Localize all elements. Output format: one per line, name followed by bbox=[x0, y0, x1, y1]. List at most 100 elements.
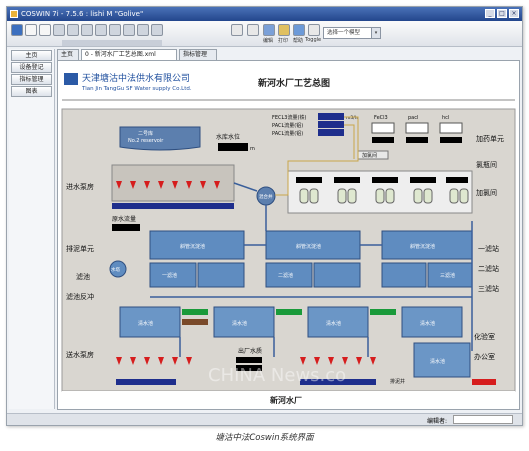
right-label-filter-2: 二滤站 bbox=[478, 264, 499, 273]
footer-area bbox=[62, 391, 515, 405]
fecl3-label: FeCl3 bbox=[374, 115, 388, 121]
filter-label-2: 二滤池 bbox=[278, 272, 293, 279]
help-icon[interactable] bbox=[293, 24, 305, 36]
toggle-icon[interactable] bbox=[308, 24, 320, 36]
right-label-office: 办公室 bbox=[474, 352, 495, 361]
sed-tank-label-3: 斜管沉淀池 bbox=[410, 243, 435, 250]
tab-indicators[interactable]: 指标管理 bbox=[179, 49, 217, 60]
status-bar: 编辑者: bbox=[7, 413, 522, 425]
save-icon[interactable] bbox=[53, 24, 65, 36]
right-label-filter-1: 一滤站 bbox=[478, 244, 499, 253]
diagram-title: 新河水厂工艺总图 bbox=[258, 77, 330, 89]
edit-icon[interactable] bbox=[67, 24, 79, 36]
reservoir-tank bbox=[119, 126, 201, 151]
right-label-chlorine-bottle: 氯瓶间 bbox=[476, 160, 497, 169]
filter-label-1: 一滤池 bbox=[162, 272, 177, 279]
print-icon[interactable] bbox=[278, 24, 290, 36]
sidebar-item-label: 设备登记 bbox=[19, 64, 44, 71]
clear-tank-label-4: 清水池 bbox=[420, 320, 435, 327]
tab-process-diagram[interactable]: 0 - 新河水厂工艺总图.xml bbox=[81, 49, 177, 60]
raw-flow-display bbox=[112, 224, 140, 231]
filter-bank-1b bbox=[197, 262, 245, 288]
undo-icon[interactable] bbox=[231, 24, 243, 36]
close-button[interactable]: × bbox=[509, 9, 519, 18]
sedimentation-tank-1 bbox=[149, 230, 245, 260]
process-diagram: 天津塘沽中法供水有限公司 Tian Jin TangGu SF Water su… bbox=[61, 72, 516, 405]
outlet-quality-label: 出厂水质 bbox=[238, 347, 262, 355]
maximize-button[interactable]: □ bbox=[497, 9, 507, 18]
dosing-room-label: 加氯间 bbox=[362, 152, 377, 159]
sidebar-item-charts[interactable]: 图表 bbox=[11, 86, 52, 97]
forward-icon[interactable] bbox=[39, 24, 51, 36]
label-filter: 滤池 bbox=[76, 272, 90, 281]
tank-level-green-1 bbox=[182, 309, 208, 315]
reservoir-level-display bbox=[218, 143, 248, 151]
company-name-en: Tian Jin TangGu SF Water supply Co.Ltd. bbox=[81, 86, 192, 92]
pipelines bbox=[150, 182, 473, 357]
print-label: 打印 bbox=[278, 38, 289, 44]
water-tower-label: 水塔 bbox=[111, 266, 120, 273]
copy-icon[interactable] bbox=[81, 24, 93, 36]
refresh-icon[interactable] bbox=[151, 24, 163, 36]
export-icon[interactable] bbox=[247, 24, 259, 36]
delivery-flow-displays-2 bbox=[300, 379, 376, 385]
company-name-cn: 天津塘沽中法供水有限公司 bbox=[82, 72, 190, 84]
clear-tank-label-3: 清水池 bbox=[326, 320, 341, 327]
right-label-filter-3: 三滤站 bbox=[478, 284, 499, 293]
chem-feed-fecl3: FECL3流量(铁) bbox=[272, 114, 306, 121]
check-icon[interactable] bbox=[123, 24, 135, 36]
clear-water-tank-4 bbox=[401, 306, 463, 338]
clear-water-tank-1 bbox=[119, 306, 181, 338]
right-label-dosing: 加药单元 bbox=[476, 134, 504, 143]
sidebar-item-label: 图表 bbox=[25, 88, 38, 95]
delete-icon[interactable] bbox=[109, 24, 121, 36]
tab-label: 0 - 新河水厂工艺总图.xml bbox=[85, 51, 156, 58]
address-bar[interactable] bbox=[62, 40, 162, 46]
clear-tank-label-2: 清水池 bbox=[232, 320, 247, 327]
clear-tank-label-1: 清水池 bbox=[138, 320, 153, 327]
watermark: CHINA News.co bbox=[208, 365, 346, 386]
app-icon bbox=[10, 10, 18, 18]
sidebar-item-indicators[interactable]: 指标管理 bbox=[11, 74, 52, 85]
filter-bank-2b bbox=[313, 262, 361, 288]
toolbar: 编辑 打印 帮助 Toggle 选择一个模型 ▾ bbox=[7, 21, 522, 47]
help-label: 帮助 bbox=[293, 38, 304, 44]
label-filter-backwash: 滤池反冲 bbox=[66, 292, 94, 301]
title-bar: COSWIN 7i - 7.5.6 : lishi M "Golive" _ □… bbox=[7, 7, 522, 21]
status-field[interactable] bbox=[453, 415, 513, 424]
minimize-button[interactable]: _ bbox=[485, 9, 495, 18]
clear-water-tank-2 bbox=[213, 306, 275, 338]
reservoir-label: 二号库 bbox=[138, 130, 153, 137]
chemical-lines bbox=[275, 116, 359, 196]
app-window: COSWIN 7i - 7.5.6 : lishi M "Golive" _ □… bbox=[6, 6, 523, 426]
fecl3-tank bbox=[371, 122, 395, 134]
process-diagram-canvas: 天津塘沽中法供水有限公司 Tian Jin TangGu SF Water su… bbox=[57, 60, 520, 410]
label-delivery-pump-house: 送水泵房 bbox=[66, 350, 94, 359]
outlet-quality-display-1 bbox=[236, 357, 262, 363]
model-select-value: 选择一个模型 bbox=[327, 30, 361, 36]
sidebar-item-equipment[interactable]: 设备登记 bbox=[11, 62, 52, 73]
label-sludge-unit: 排泥单元 bbox=[66, 244, 94, 253]
home-icon[interactable] bbox=[11, 24, 23, 36]
tab-label: 指标管理 bbox=[183, 51, 208, 58]
chevron-down-icon[interactable]: ▾ bbox=[371, 28, 380, 38]
filter-bank-2a bbox=[265, 262, 313, 288]
sidebar-item-home[interactable]: 主页 bbox=[11, 50, 52, 61]
raw-flow-label: 原水流量 bbox=[112, 215, 136, 223]
chem-flow-display-2 bbox=[318, 121, 344, 128]
chem-flow-display-3 bbox=[318, 129, 344, 136]
user-icon[interactable] bbox=[263, 24, 275, 36]
tank-level-green-3 bbox=[370, 309, 396, 315]
sidebar: 主页 设备登记 指标管理 图表 bbox=[9, 49, 55, 409]
model-select[interactable]: 选择一个模型 ▾ bbox=[323, 27, 381, 39]
clear-water-tank-3 bbox=[307, 306, 369, 338]
back-icon[interactable] bbox=[25, 24, 37, 36]
filter-icon[interactable] bbox=[137, 24, 149, 36]
hcl-display bbox=[440, 137, 462, 143]
tab-home[interactable]: 主页 bbox=[57, 49, 79, 60]
paste-icon[interactable] bbox=[95, 24, 107, 36]
sed-tank-label-1: 斜管沉淀池 bbox=[180, 243, 205, 250]
footer-title: 新河水厂 bbox=[270, 395, 302, 405]
status-label: 编辑者: bbox=[427, 418, 448, 425]
chem-flow-display-1 bbox=[318, 113, 344, 120]
